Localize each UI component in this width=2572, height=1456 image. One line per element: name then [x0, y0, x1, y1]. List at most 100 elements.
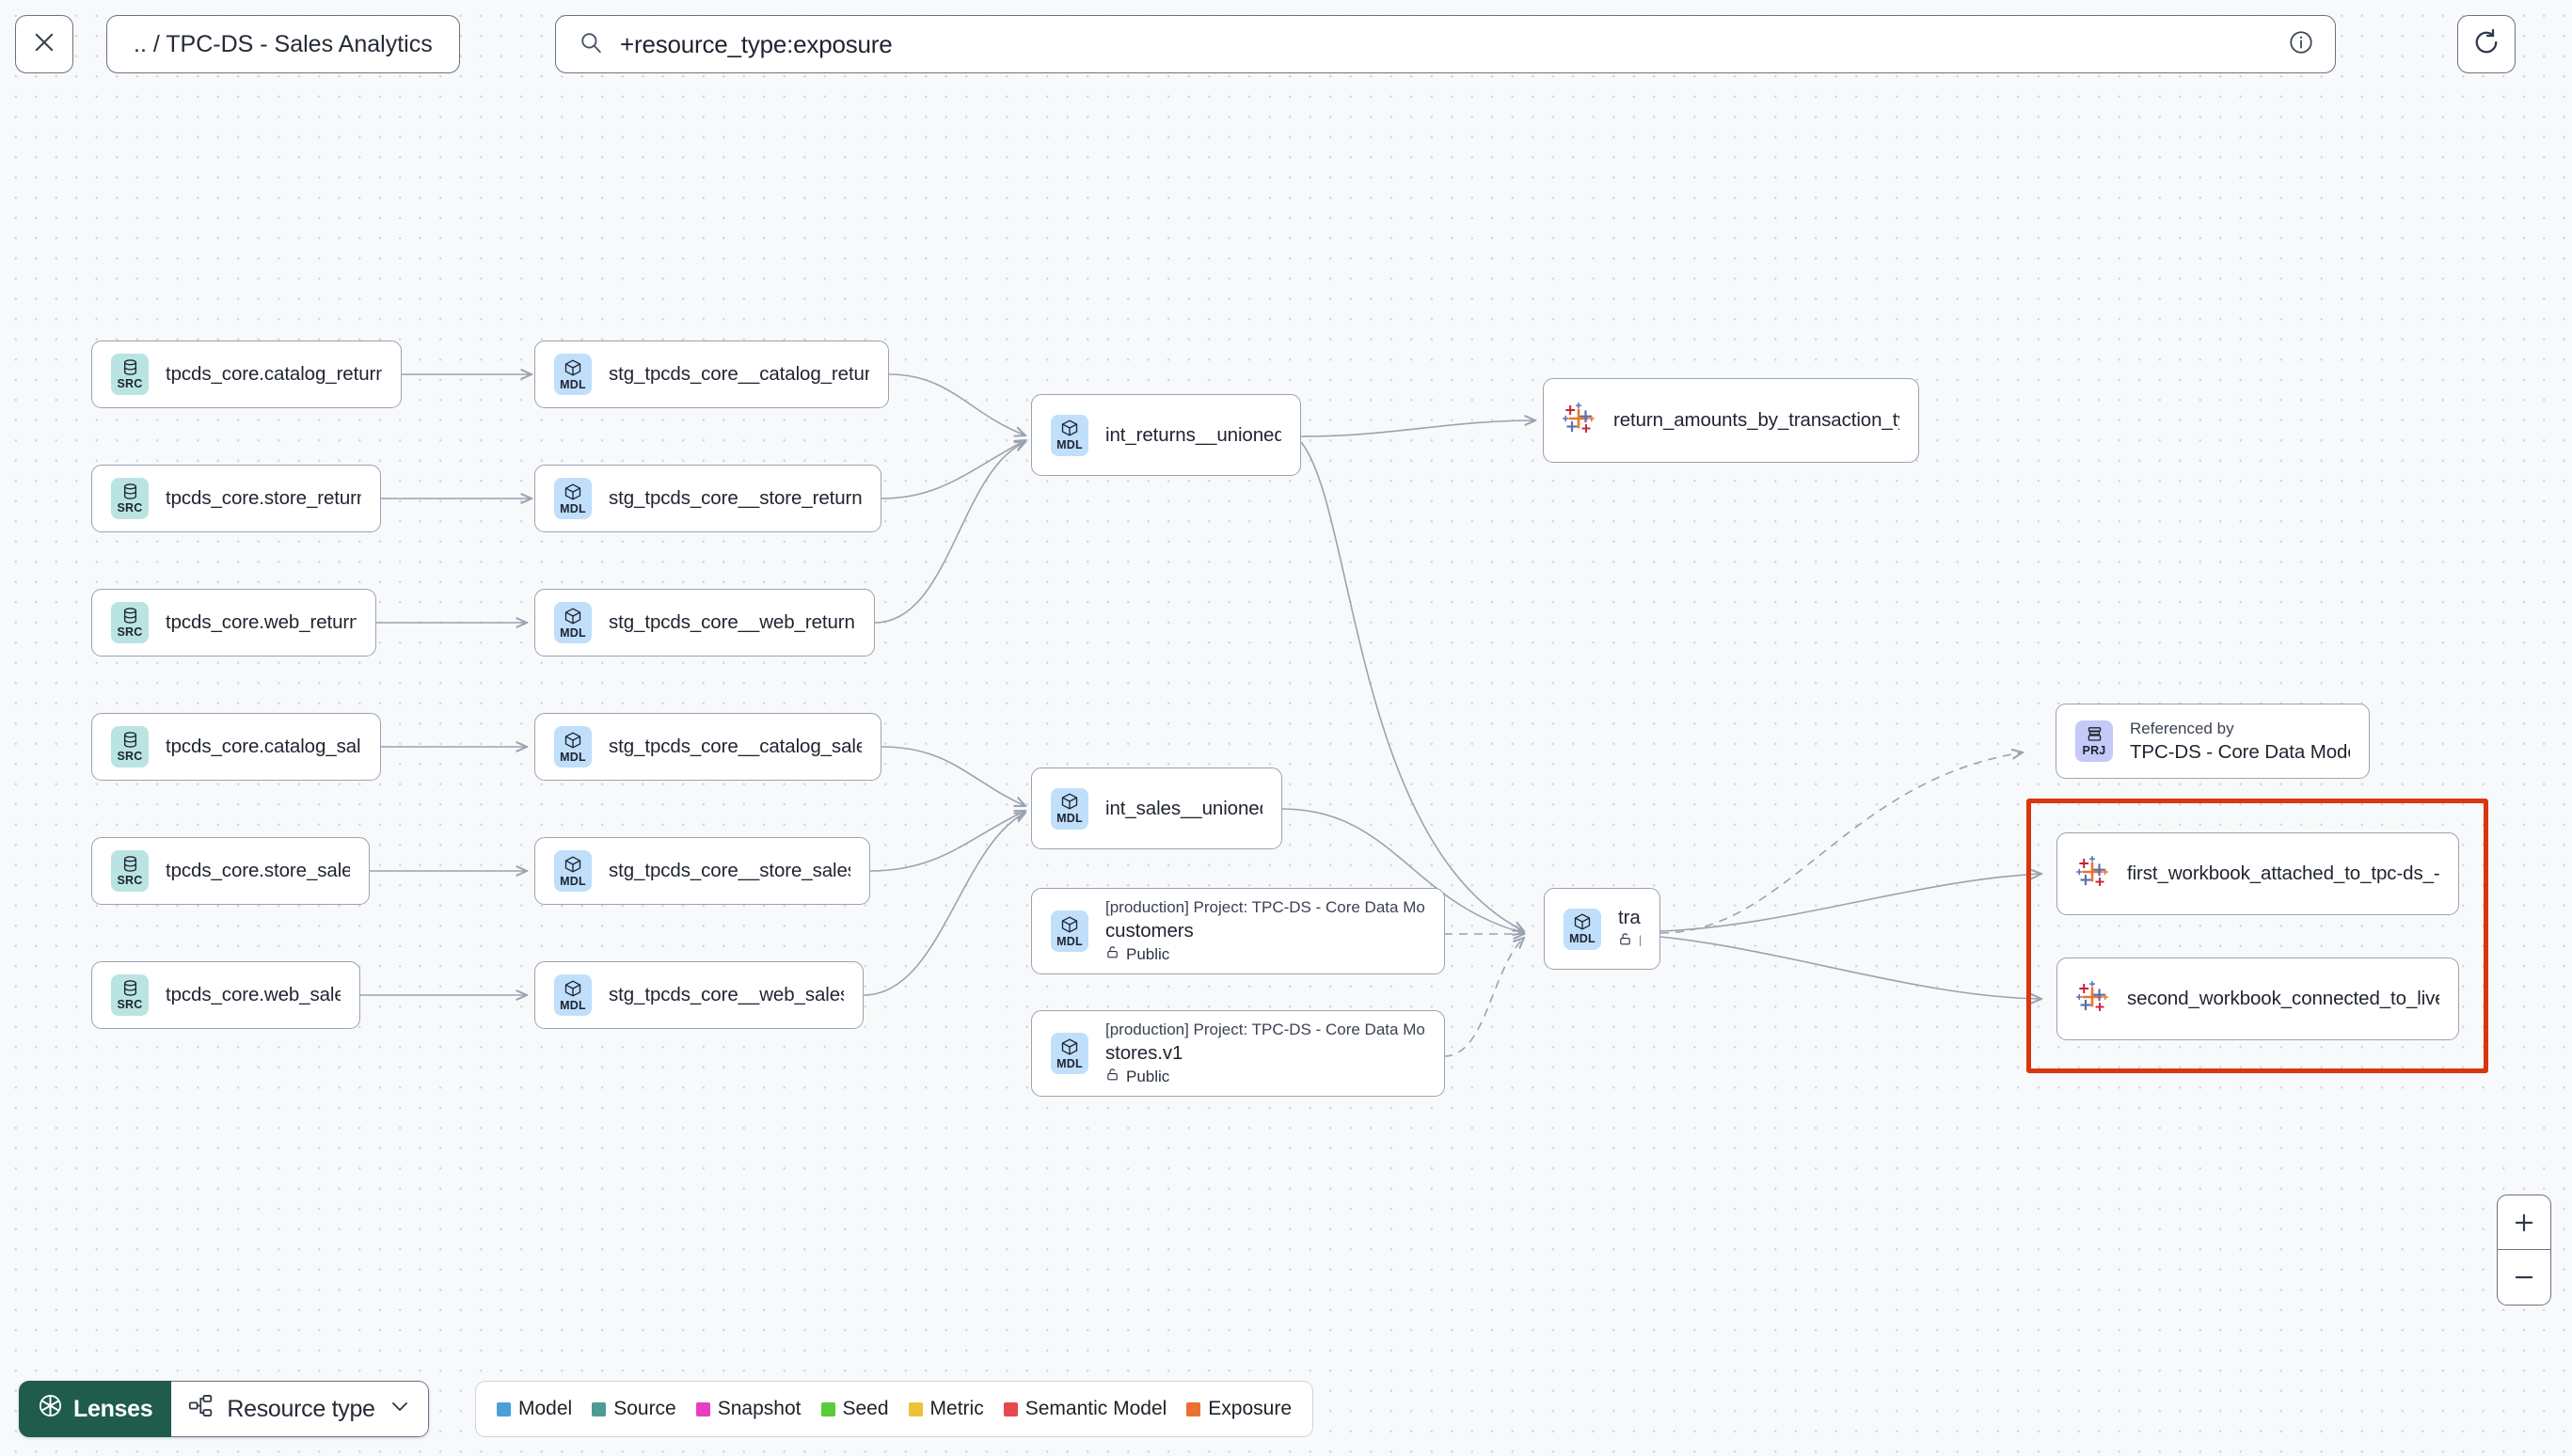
unlock-icon	[1618, 932, 1632, 951]
legend-swatch	[497, 1401, 511, 1416]
node-model[interactable]: MDL stg_tpcds_core__store_sales	[534, 837, 870, 905]
cube-icon	[564, 855, 582, 874]
node-source[interactable]: SRC tpcds_core.store_returns	[91, 465, 381, 532]
legend-label: Exposure	[1208, 1398, 1293, 1419]
legend-label: Snapshot	[717, 1398, 802, 1419]
legend-swatch	[695, 1401, 710, 1416]
unlock-icon	[1105, 1068, 1119, 1086]
model-badge-code: MDL	[560, 377, 586, 391]
node-project-reference[interactable]: PRJ Referenced by TPC-DS - Core Data Mod…	[2056, 704, 2370, 779]
node-source[interactable]: SRC tpcds_core.catalog_returns	[91, 340, 402, 408]
source-badge: SRC	[111, 354, 149, 395]
node-model[interactable]: MDL stg_tpcds_core__store_returns	[534, 465, 881, 532]
node-label: customers	[1105, 920, 1194, 942]
search-bar[interactable]: +resource_type:exposure	[555, 15, 2336, 73]
node-model[interactable]: MDL stg_tpcds_core__web_sales	[534, 961, 864, 1029]
source-badge-code: SRC	[117, 625, 143, 639]
legend-item-source: Source	[592, 1398, 676, 1420]
legend-item-snapshot: Snapshot	[695, 1398, 802, 1420]
node-label: int_returns__unioned	[1105, 423, 1281, 446]
source-badge-code: SRC	[117, 377, 143, 390]
node-exposure[interactable]: second_workbook_connected_to_live…	[2056, 957, 2459, 1040]
model-badge: MDL	[554, 726, 592, 768]
tableau-icon	[2076, 980, 2108, 1018]
node-exposure[interactable]: return_amounts_by_transaction_type	[1543, 378, 1919, 463]
model-badge-code: MDL	[560, 501, 586, 515]
node-label: tpcds_core.web_returns	[166, 611, 357, 633]
node-source[interactable]: SRC tpcds_core.store_sales	[91, 837, 370, 905]
node-reference-caption: Referenced by	[2130, 719, 2234, 737]
model-badge-code: MDL	[1056, 812, 1083, 825]
source-badge-code: SRC	[117, 501, 143, 514]
project-badge-code: PRJ	[2082, 744, 2106, 757]
legend-swatch	[1186, 1401, 1201, 1416]
lenses-control-group: Lenses Resource type	[19, 1381, 429, 1437]
cube-icon	[564, 483, 582, 501]
node-label: tpcds_core.catalog_sales	[166, 736, 361, 757]
archive-icon	[2086, 725, 2104, 743]
node-access: Public	[1105, 1068, 1425, 1086]
close-button[interactable]	[15, 15, 73, 73]
node-model-project[interactable]: MDL [production] Project: TPC-DS - Core …	[1031, 888, 1445, 974]
cube-icon	[1060, 419, 1079, 437]
source-badge: SRC	[111, 602, 149, 643]
tableau-icon	[2076, 855, 2108, 893]
info-icon[interactable]	[2288, 29, 2314, 60]
project-badge: PRJ	[2075, 720, 2113, 762]
cube-icon	[1060, 792, 1079, 811]
model-badge-code: MDL	[1056, 438, 1083, 451]
model-badge-code: MDL	[560, 998, 586, 1012]
cube-icon	[564, 731, 582, 750]
model-badge: MDL	[554, 974, 592, 1016]
node-model[interactable]: MDL stg_tpcds_core__catalog_returns	[534, 340, 889, 408]
lenses-button[interactable]: Lenses	[19, 1381, 172, 1437]
legend-swatch	[820, 1401, 835, 1416]
refresh-icon	[2472, 28, 2501, 61]
node-label: tpcds_core.store_returns	[166, 487, 361, 509]
database-icon	[121, 607, 139, 625]
database-icon	[121, 855, 139, 873]
model-badge: MDL	[554, 602, 592, 643]
node-model-intermediate[interactable]: MDL int_sales__unioned	[1031, 768, 1282, 849]
resource-type-dropdown[interactable]: Resource type	[171, 1381, 429, 1437]
legend-item-semantic-model: Semantic Model	[1003, 1398, 1167, 1420]
tableau-icon	[1563, 402, 1595, 439]
lenses-label: Lenses	[73, 1395, 153, 1422]
source-badge: SRC	[111, 478, 149, 519]
hierarchy-icon	[188, 1393, 214, 1425]
legend-item-exposure: Exposure	[1186, 1398, 1292, 1420]
zoom-in-button[interactable]	[2498, 1195, 2550, 1250]
node-source[interactable]: SRC tpcds_core.web_returns	[91, 589, 376, 657]
node-label: first_workbook_attached_to_tpc-ds_-_…	[2127, 863, 2439, 884]
source-badge: SRC	[111, 974, 149, 1016]
node-access-label: Public	[1639, 932, 1641, 951]
node-label: stg_tpcds_core__catalog_returns	[609, 363, 869, 385]
node-model-project[interactable]: MDL [production] Project: TPC-DS - Core …	[1031, 1010, 1445, 1097]
legend-item-model: Model	[497, 1398, 572, 1420]
breadcrumb[interactable]: .. / TPC-DS - Sales Analytics	[106, 15, 460, 73]
source-badge-code: SRC	[117, 998, 143, 1011]
node-source[interactable]: SRC tpcds_core.web_sales	[91, 961, 360, 1029]
search-input[interactable]: +resource_type:exposure	[620, 29, 893, 58]
node-exposure[interactable]: first_workbook_attached_to_tpc-ds_-_…	[2056, 832, 2459, 915]
model-badge-code: MDL	[560, 750, 586, 764]
node-model[interactable]: MDL stg_tpcds_core__web_returns	[534, 589, 875, 657]
node-model[interactable]: MDL stg_tpcds_core__catalog_sales	[534, 713, 881, 781]
node-model-intermediate[interactable]: MDL int_returns__unioned	[1031, 394, 1301, 476]
unlock-icon	[1105, 945, 1119, 964]
node-label: tpcds_core.catalog_returns	[166, 363, 382, 385]
zoom-out-button[interactable]	[2498, 1250, 2550, 1305]
model-badge-code: MDL	[560, 874, 586, 888]
refresh-button[interactable]	[2457, 15, 2516, 73]
node-source[interactable]: SRC tpcds_core.catalog_sales	[91, 713, 381, 781]
top-toolbar: .. / TPC-DS - Sales Analytics +resource_…	[0, 0, 2572, 113]
node-project-path: [production] Project: TPC-DS - Core Data…	[1105, 1021, 1425, 1038]
node-label: stg_tpcds_core__catalog_sales	[609, 736, 862, 757]
model-badge: MDL	[554, 850, 592, 892]
cube-icon	[1060, 1037, 1079, 1056]
chevron-down-icon	[389, 1395, 411, 1424]
node-model-transactions[interactable]: MDL transactions Public	[1544, 888, 1660, 970]
cube-icon	[564, 979, 582, 998]
node-label: return_amounts_by_transaction_type	[1613, 409, 1899, 431]
